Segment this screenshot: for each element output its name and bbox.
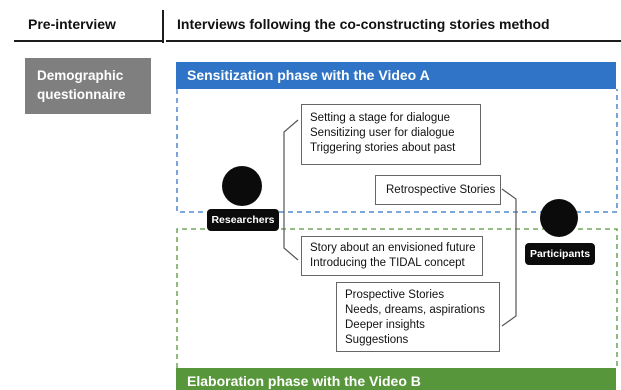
demographic-questionnaire-box: Demographic questionnaire <box>25 58 151 114</box>
demographic-line-1: Demographic <box>37 68 124 83</box>
participants-bracket <box>501 188 517 327</box>
header-divider-left <box>14 40 162 42</box>
setting-line-1: Setting a stage for dialogue <box>310 112 451 124</box>
pre-interview-heading: Pre-interview <box>28 16 116 32</box>
prospective-stories-box: Prospective Stories Needs, dreams, aspir… <box>336 282 500 352</box>
researchers-bracket <box>283 119 299 261</box>
researchers-head-icon <box>222 166 262 206</box>
future-line-2: Introducing the TIDAL concept <box>310 257 465 269</box>
sensitization-phase-bar: Sensitization phase with the Video A <box>176 62 616 89</box>
interviews-heading: Interviews following the co-constructing… <box>177 16 550 32</box>
researchers-label: Researchers <box>207 209 279 231</box>
envisioned-future-box: Story about an envisioned future Introdu… <box>301 236 483 276</box>
prospective-line-1: Prospective Stories <box>345 289 445 301</box>
future-line-1: Story about an envisioned future <box>310 242 476 254</box>
participants-head-icon <box>540 199 578 237</box>
prospective-line-4: Suggestions <box>345 334 409 346</box>
demographic-line-2: questionnaire <box>37 87 126 102</box>
prospective-line-3: Deeper insights <box>345 319 425 331</box>
header-divider-right <box>166 40 621 42</box>
setting-line-3: Triggering stories about past <box>310 142 456 154</box>
retrospective-line: Retrospective Stories <box>386 184 496 196</box>
setting-line-2: Sensitizing user for dialogue <box>310 127 455 139</box>
setting-stage-box: Setting a stage for dialogue Sensitizing… <box>301 104 481 165</box>
column-separator <box>162 10 164 43</box>
retrospective-stories-box: Retrospective Stories <box>375 175 501 205</box>
elaboration-region-boundary <box>176 228 618 368</box>
elaboration-phase-bar: Elaboration phase with the Video B <box>176 368 616 390</box>
prospective-line-2: Needs, dreams, aspirations <box>345 304 485 316</box>
sensitization-region-boundary <box>176 89 618 213</box>
participants-label: Participants <box>525 243 595 265</box>
